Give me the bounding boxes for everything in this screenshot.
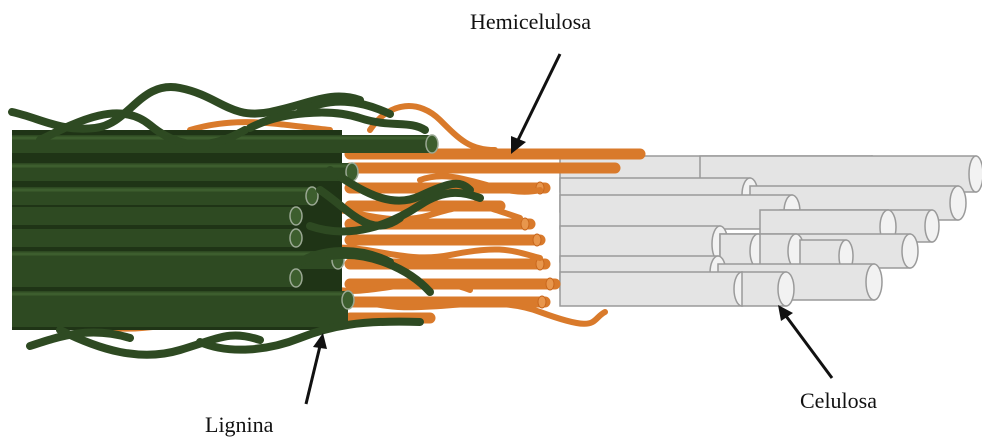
cellulose-fiber	[560, 272, 750, 306]
cellulose-label: Celulosa	[800, 388, 877, 413]
hemicellulose-arrow	[511, 54, 560, 154]
cellulose-fibers	[560, 156, 982, 306]
cellulose-callout: Celulosa	[778, 305, 877, 413]
cellulose-fiber	[720, 234, 766, 268]
cellulose-arrow	[778, 305, 832, 378]
lignin-arrow	[306, 333, 327, 404]
lignin-label: Lignina	[205, 412, 274, 437]
hemicellulose-callout: Hemicelulosa	[470, 9, 591, 154]
cellulose-fiber	[742, 272, 794, 306]
cellulose-fiber	[760, 234, 804, 268]
hemicellulose-label: Hemicelulosa	[470, 9, 591, 34]
